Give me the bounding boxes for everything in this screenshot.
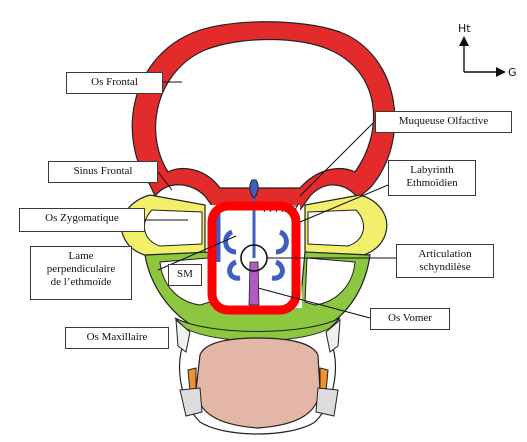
label-os-vomer: Os Vomer — [370, 308, 450, 330]
spine-right — [325, 318, 341, 353]
label-muqueuse-olfactive: Muqueuse Olfactive — [375, 111, 512, 133]
mandible — [195, 337, 321, 429]
labyrinth-line-1: Labyrinth — [410, 164, 454, 176]
jaw-outline — [179, 339, 336, 435]
label-os-frontal: Os Frontal — [66, 72, 163, 94]
label-os-zygomatique: Os Zygomatique — [19, 208, 145, 232]
label-labyrinth-ethmoidien: Labyrinth Ethmoïdien — [388, 160, 476, 196]
maxillary-sinus-right — [304, 257, 356, 306]
label-sinus-frontal: Sinus Frontal — [48, 161, 158, 183]
orbit-right — [307, 209, 364, 247]
labyrinth-line-2: Ethmoïdien — [406, 177, 458, 189]
molar-right — [315, 387, 339, 417]
lame-line-3: de l’ethmoïde — [50, 276, 112, 288]
articulation-line-1: Articulation — [418, 248, 472, 260]
orientation-axes — [459, 36, 506, 77]
axis-label-ht: Ht — [458, 22, 471, 35]
leader-lines — [145, 81, 396, 319]
crista-galli — [249, 179, 259, 199]
orbit-left — [144, 209, 203, 247]
vomer-bone — [248, 261, 260, 306]
lame-line-1: Lame — [68, 250, 94, 262]
axis-label-g: G — [508, 66, 517, 79]
label-sm: SM — [168, 264, 202, 286]
lame-line-2: perpendiculaire — [46, 263, 116, 275]
articulation-line-2: schyndilèse — [419, 261, 471, 273]
label-lame-perpendiculaire: Lame perpendiculaire de l’ethmoïde — [30, 246, 132, 300]
nasal-cavity — [210, 205, 302, 308]
ethmoid-labyrinth-left — [215, 208, 241, 281]
palate — [174, 317, 341, 342]
label-articulation-schyndilese: Articulation schyndilèse — [396, 244, 494, 278]
label-os-maxillaire: Os Maxillaire — [65, 327, 169, 349]
spine-left — [175, 318, 191, 353]
molar-left — [179, 387, 203, 417]
frontal-bone — [131, 21, 396, 211]
